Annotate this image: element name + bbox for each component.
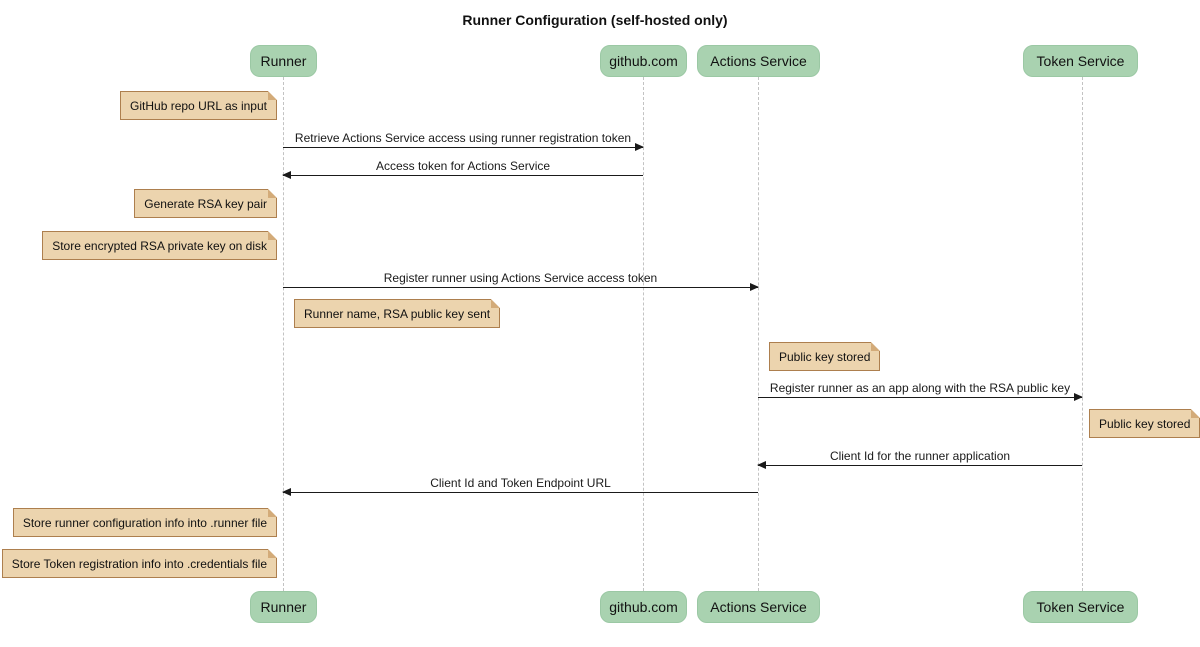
message-register-runner-app: Register runner as an app along with the… [758, 381, 1083, 401]
actor-github-top: github.com [600, 45, 687, 77]
note-generate-rsa-keypair: Generate RSA key pair [134, 189, 277, 218]
note-store-runner-file: Store runner configuration info into .ru… [12, 508, 278, 537]
actor-token-service-top: Token Service [1023, 45, 1138, 77]
diagram-title: Runner Configuration (self-hosted only) [462, 12, 728, 28]
message-label: Retrieve Actions Service access using ru… [294, 131, 632, 145]
lifeline-token-service [1082, 77, 1083, 591]
actor-token-service-bottom: Token Service [1023, 591, 1138, 623]
note-store-credentials-file: Store Token registration info into .cred… [1, 549, 278, 578]
message-client-id-endpoint: Client Id and Token Endpoint URL [282, 476, 758, 496]
message-retrieve-actions-access: Retrieve Actions Service access using ru… [283, 131, 644, 151]
actor-actions-service-bottom: Actions Service [697, 591, 820, 623]
note-runner-name-sent: Runner name, RSA public key sent [294, 299, 501, 328]
lifeline-actions-service [758, 77, 759, 591]
actor-github-bottom: github.com [600, 591, 687, 623]
actor-runner-bottom: Runner [250, 591, 317, 623]
message-client-id-returned: Client Id for the runner application [757, 449, 1082, 469]
message-register-runner: Register runner using Actions Service ac… [283, 271, 759, 291]
message-access-token-returned: Access token for Actions Service [282, 159, 643, 179]
actor-runner-top: Runner [250, 45, 317, 77]
message-label: Register runner as an app along with the… [769, 381, 1071, 395]
note-github-repo-url: GitHub repo URL as input [120, 91, 277, 120]
note-public-key-stored-token: Public key stored [1089, 409, 1200, 438]
message-label: Client Id and Token Endpoint URL [430, 476, 611, 490]
note-store-private-key: Store encrypted RSA private key on disk [42, 231, 277, 260]
lifeline-github [643, 77, 644, 591]
message-label: Register runner using Actions Service ac… [383, 271, 658, 285]
actor-actions-service-top: Actions Service [697, 45, 820, 77]
message-label: Client Id for the runner application [829, 449, 1011, 463]
note-public-key-stored-actions: Public key stored [769, 342, 881, 371]
lifeline-runner [283, 77, 284, 591]
message-label: Access token for Actions Service [375, 159, 551, 173]
